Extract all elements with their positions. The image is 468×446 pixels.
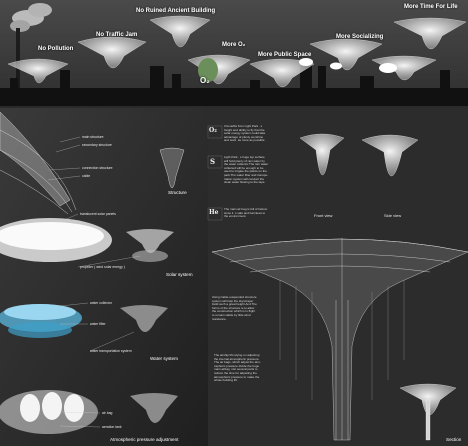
pressure-drawing: [0, 390, 178, 434]
benefit-paragraph-water: Light Park . s huge top surface will hol…: [224, 155, 269, 185]
callout-water-transport: water transportation system: [90, 349, 132, 353]
caption-water-system: Water system: [150, 356, 178, 361]
callout-air-bag: air bag: [102, 411, 113, 415]
benefit-letter-he: He: [209, 209, 219, 216]
banner-label-more-time-for-life: More Time For Life: [404, 4, 458, 10]
o2-bubble: O₂: [200, 76, 210, 85]
benefit-letter-s: S: [210, 157, 216, 166]
elevation-views: [299, 133, 419, 176]
callout-secondary-structure: secondary structure: [82, 143, 112, 147]
callout-water-collector: water collector: [90, 301, 112, 305]
benefit-paragraph-solar: It benefits from Light Park . s height a…: [224, 124, 266, 143]
callout-propeller: propeller ( wind solar energy ): [80, 265, 125, 269]
benefit-icon-frames: [207, 125, 223, 221]
section-small: [399, 383, 457, 441]
banner-label-more-socializing: More Socializing: [336, 34, 384, 40]
callout-main-structure: main structure: [82, 135, 104, 139]
left-column: [0, 108, 208, 446]
banner-parks: [7, 15, 467, 88]
label-section: Section: [446, 437, 462, 442]
callout-connection-structure: connection structure: [82, 166, 113, 170]
caption-structure: Structure: [168, 190, 187, 195]
callout-translucent-panels: translucent solar panels: [80, 212, 116, 216]
banner-label-more-public-space: More Public Space: [258, 52, 312, 58]
label-front-view: Front view: [314, 213, 333, 218]
solar-drawing: [0, 218, 174, 262]
section-drawing: [211, 238, 468, 441]
speech-bubbles: [299, 58, 397, 73]
benefit-letter-o2: O₂: [209, 127, 217, 134]
smoke-plume: [10, 3, 52, 88]
caption-solar-system: Solar system: [166, 272, 193, 277]
structure-drawing: [0, 111, 185, 215]
callout-cable: cable: [82, 174, 91, 178]
note-airship-lift: The airship lift relying on adjusting th…: [214, 353, 261, 383]
banner-label-more-o2: More O₂: [222, 42, 246, 48]
banner-label-no-ruined-building: No Ruined Ancient Building: [136, 8, 216, 14]
banner-label-no-traffic-jam: No Traffic Jam: [96, 32, 138, 38]
callout-aeration-tank: aeration tank: [102, 425, 122, 429]
benefit-paragraph-helium: The main air bag is full of helium since…: [224, 207, 268, 219]
tree: [198, 58, 218, 82]
label-side-view: Side view: [384, 213, 402, 218]
note-cable-structure: Using Cable-suspended structure system w…: [212, 295, 257, 321]
callout-water-filter: water filter: [90, 322, 106, 326]
water-drawing: [0, 304, 168, 338]
banner-label-no-pollution: No Pollution: [38, 46, 74, 52]
caption-pressure-adjustment: Atmospheric pressure adjustment: [110, 437, 179, 442]
